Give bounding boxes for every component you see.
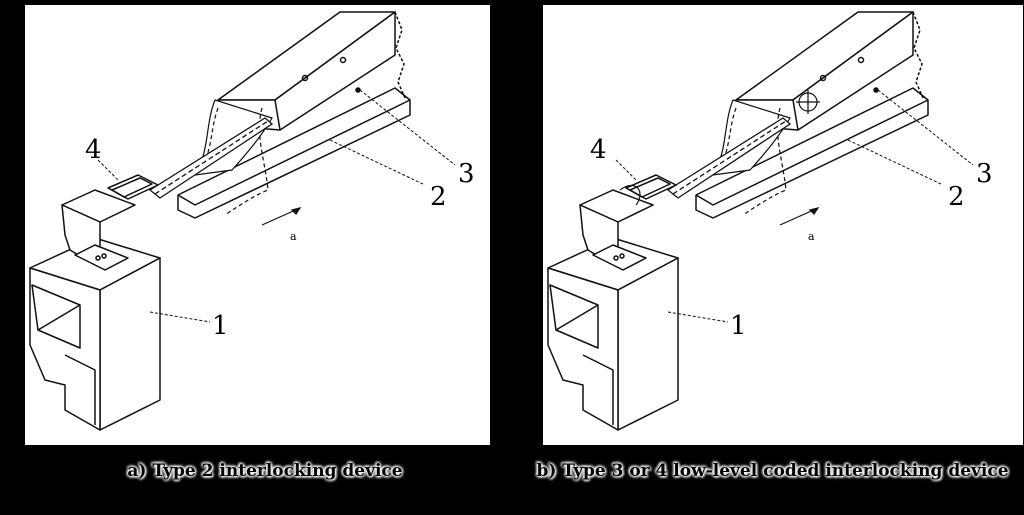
caption-b: b) Type 3 or 4 low-level coded interlock…: [536, 461, 1009, 481]
figure-a: 1 2 3 4 a: [25, 5, 490, 445]
label-3: 3: [976, 159, 993, 189]
coded-target: [619, 90, 820, 206]
figure-b: 1 2 3 4 a: [543, 5, 1023, 445]
arrow-label: a: [290, 230, 297, 243]
label-1: 1: [212, 311, 229, 341]
label-4: 4: [590, 135, 607, 165]
label-1: 1: [730, 311, 747, 341]
label-4: 4: [85, 135, 102, 165]
arrow-label: a: [808, 230, 815, 243]
caption-a: a) Type 2 interlocking device: [127, 461, 403, 481]
label-2: 2: [430, 182, 447, 212]
label-3: 3: [458, 159, 475, 189]
label-2: 2: [948, 182, 965, 212]
